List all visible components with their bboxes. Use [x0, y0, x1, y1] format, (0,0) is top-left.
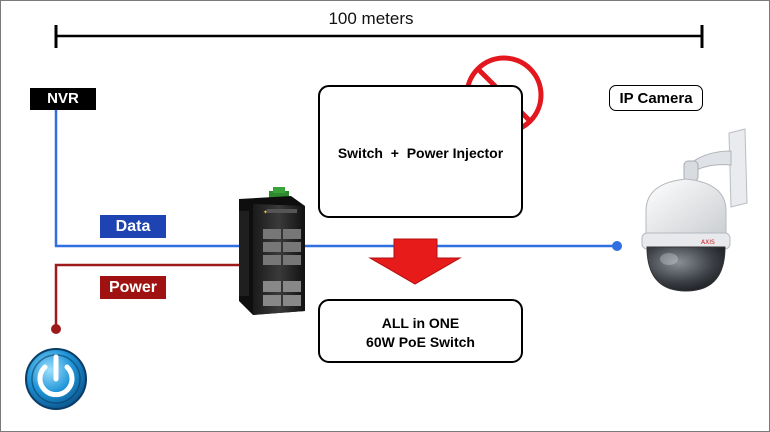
svg-text:AXIS: AXIS [701, 239, 715, 246]
svg-text:✦: ✦ [263, 209, 268, 216]
new-setup-line2: 60W PoE Switch [366, 334, 475, 350]
injector-text: Power Injector [406, 145, 504, 161]
ip-camera-icon: AXIS [641, 128, 748, 292]
plus-text: + [390, 145, 399, 161]
switch-text: Switch [337, 145, 383, 161]
new-setup-panel: ALL in ONE 60W PoE Switch [318, 299, 523, 363]
nvr-label: NVR [30, 88, 96, 110]
old-setup-caption: Switch + Power Injector [320, 145, 521, 161]
power-line [51, 263, 241, 334]
power-button-icon [25, 348, 87, 410]
poe-switch-icon: ✦ [239, 187, 305, 315]
distance-bracket [54, 25, 704, 48]
down-arrow-icon [368, 238, 462, 285]
distance-label: 100 meters [328, 9, 414, 28]
data-label: Data [100, 215, 166, 238]
new-setup-caption: ALL in ONE 60W PoE Switch [320, 314, 521, 352]
power-label: Power [100, 276, 166, 299]
old-setup-panel: Switch + Power Injector [318, 85, 523, 218]
new-setup-line1: ALL in ONE [381, 315, 460, 331]
ip-camera-label: IP Camera [609, 85, 703, 111]
